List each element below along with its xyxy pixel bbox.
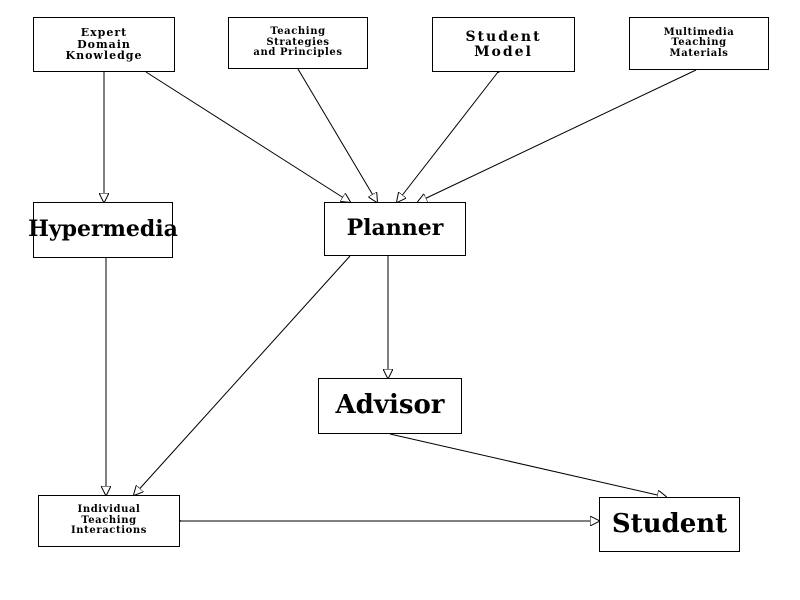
teaching-strategies-label: Teaching Strategies and Principles (253, 26, 343, 59)
student-model-box: Student Model (432, 17, 575, 72)
planner-box: Planner (324, 202, 466, 256)
edge-student-model-planner (397, 72, 498, 202)
hypermedia-box: Hypermedia (28, 202, 178, 258)
multimedia-teaching-materials-box: Multimedia Teaching Materials (629, 17, 769, 70)
edge-teaching-to-planner (297, 68, 377, 202)
edge-planner-to-interactions (134, 255, 351, 495)
expert-domain-knowledge-box: Expert Domain Knowledge (33, 17, 175, 72)
edge-multimedia-to-planner (418, 69, 697, 202)
advisor-label: Advisor (335, 390, 445, 421)
edge-advisor-to-student (389, 433, 666, 497)
individual-teaching-interactions-label: Individual Teaching Interactions (71, 504, 147, 537)
teaching-strategies-box: Teaching Strategies and Principles (228, 17, 368, 69)
advisor-box: Advisor (318, 378, 462, 434)
hypermedia-label: Hypermedia (28, 216, 178, 243)
student-box: Student (599, 497, 740, 552)
individual-teaching-interactions-box: Individual Teaching Interactions (38, 495, 180, 547)
edge-expert-to-planner (145, 71, 350, 202)
multimedia-teaching-materials-label: Multimedia Teaching Materials (663, 26, 735, 59)
student-label: Student (611, 508, 728, 539)
student-model-label: Student Model (465, 28, 542, 60)
planner-label: Planner (346, 215, 444, 242)
expert-domain-knowledge-label: Expert Domain Knowledge (65, 26, 143, 63)
